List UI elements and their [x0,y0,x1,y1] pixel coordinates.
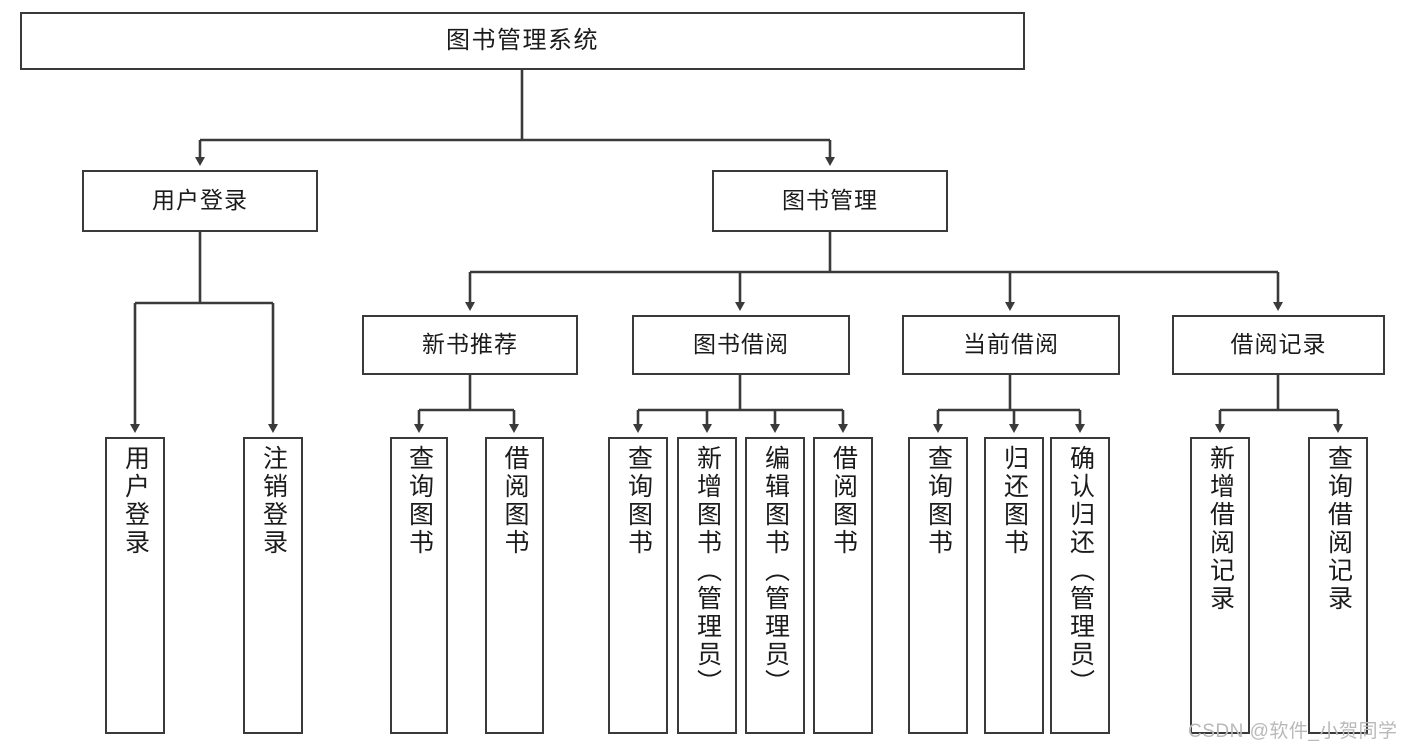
leaf-query-books-recommendation[interactable]: 查询图书 [390,437,448,734]
node-label: 借阅图书 [501,445,529,557]
leaf-logout[interactable]: 注销登录 [243,437,303,734]
node-label: 新增图书（管理员） [693,445,722,697]
leaf-add-borrow-record[interactable]: 新增借阅记录 [1190,437,1250,734]
node-label: 编辑图书（管理员） [761,445,790,697]
node-label: 查询图书 [405,445,434,557]
node-new-book-recommendation[interactable]: 新书推荐 [362,315,578,375]
leaf-borrow-books-recommendation[interactable]: 借阅图书 [485,437,544,734]
node-label: 注销登录 [259,445,288,557]
node-label: 借阅图书 [829,445,858,557]
node-book-borrowing[interactable]: 图书借阅 [632,315,850,375]
leaf-confirm-return-admin[interactable]: 确认归还（管理员） [1050,437,1110,734]
node-label: 归还图书 [1000,445,1029,557]
node-label: 查询图书 [924,445,953,557]
node-label: 用户登录 [121,445,150,557]
node-label: 确认归还（管理员） [1066,445,1095,697]
leaf-return-books[interactable]: 归还图书 [984,437,1044,734]
node-label: 图书管理 [782,187,878,214]
node-label: 查询借阅记录 [1324,445,1353,613]
node-current-borrowing[interactable]: 当前借阅 [902,315,1120,375]
leaf-user-login[interactable]: 用户登录 [105,437,165,734]
node-label: 用户登录 [152,187,248,214]
leaf-query-books-current[interactable]: 查询图书 [908,437,968,734]
leaf-query-books-borrowing[interactable]: 查询图书 [608,437,668,734]
node-label: 查询图书 [624,445,653,557]
leaf-query-borrow-record[interactable]: 查询借阅记录 [1308,437,1368,734]
node-book-management[interactable]: 图书管理 [712,170,948,232]
leaf-add-book-admin[interactable]: 新增图书（管理员） [677,437,737,734]
node-label: 新书推荐 [422,331,518,358]
node-user-login[interactable]: 用户登录 [82,170,318,232]
leaf-borrow-books[interactable]: 借阅图书 [813,437,873,734]
node-label: 新增借阅记录 [1206,445,1235,613]
node-label: 图书借阅 [693,331,789,358]
csdn-watermark: CSDN @软件_小贺同学 [1188,721,1398,742]
node-root-system[interactable]: 图书管理系统 [20,12,1025,70]
node-borrow-records[interactable]: 借阅记录 [1172,315,1385,375]
leaf-edit-book-admin[interactable]: 编辑图书（管理员） [745,437,805,734]
node-label: 当前借阅 [963,331,1059,358]
node-label: 借阅记录 [1230,331,1327,358]
node-label: 图书管理系统 [446,26,599,54]
